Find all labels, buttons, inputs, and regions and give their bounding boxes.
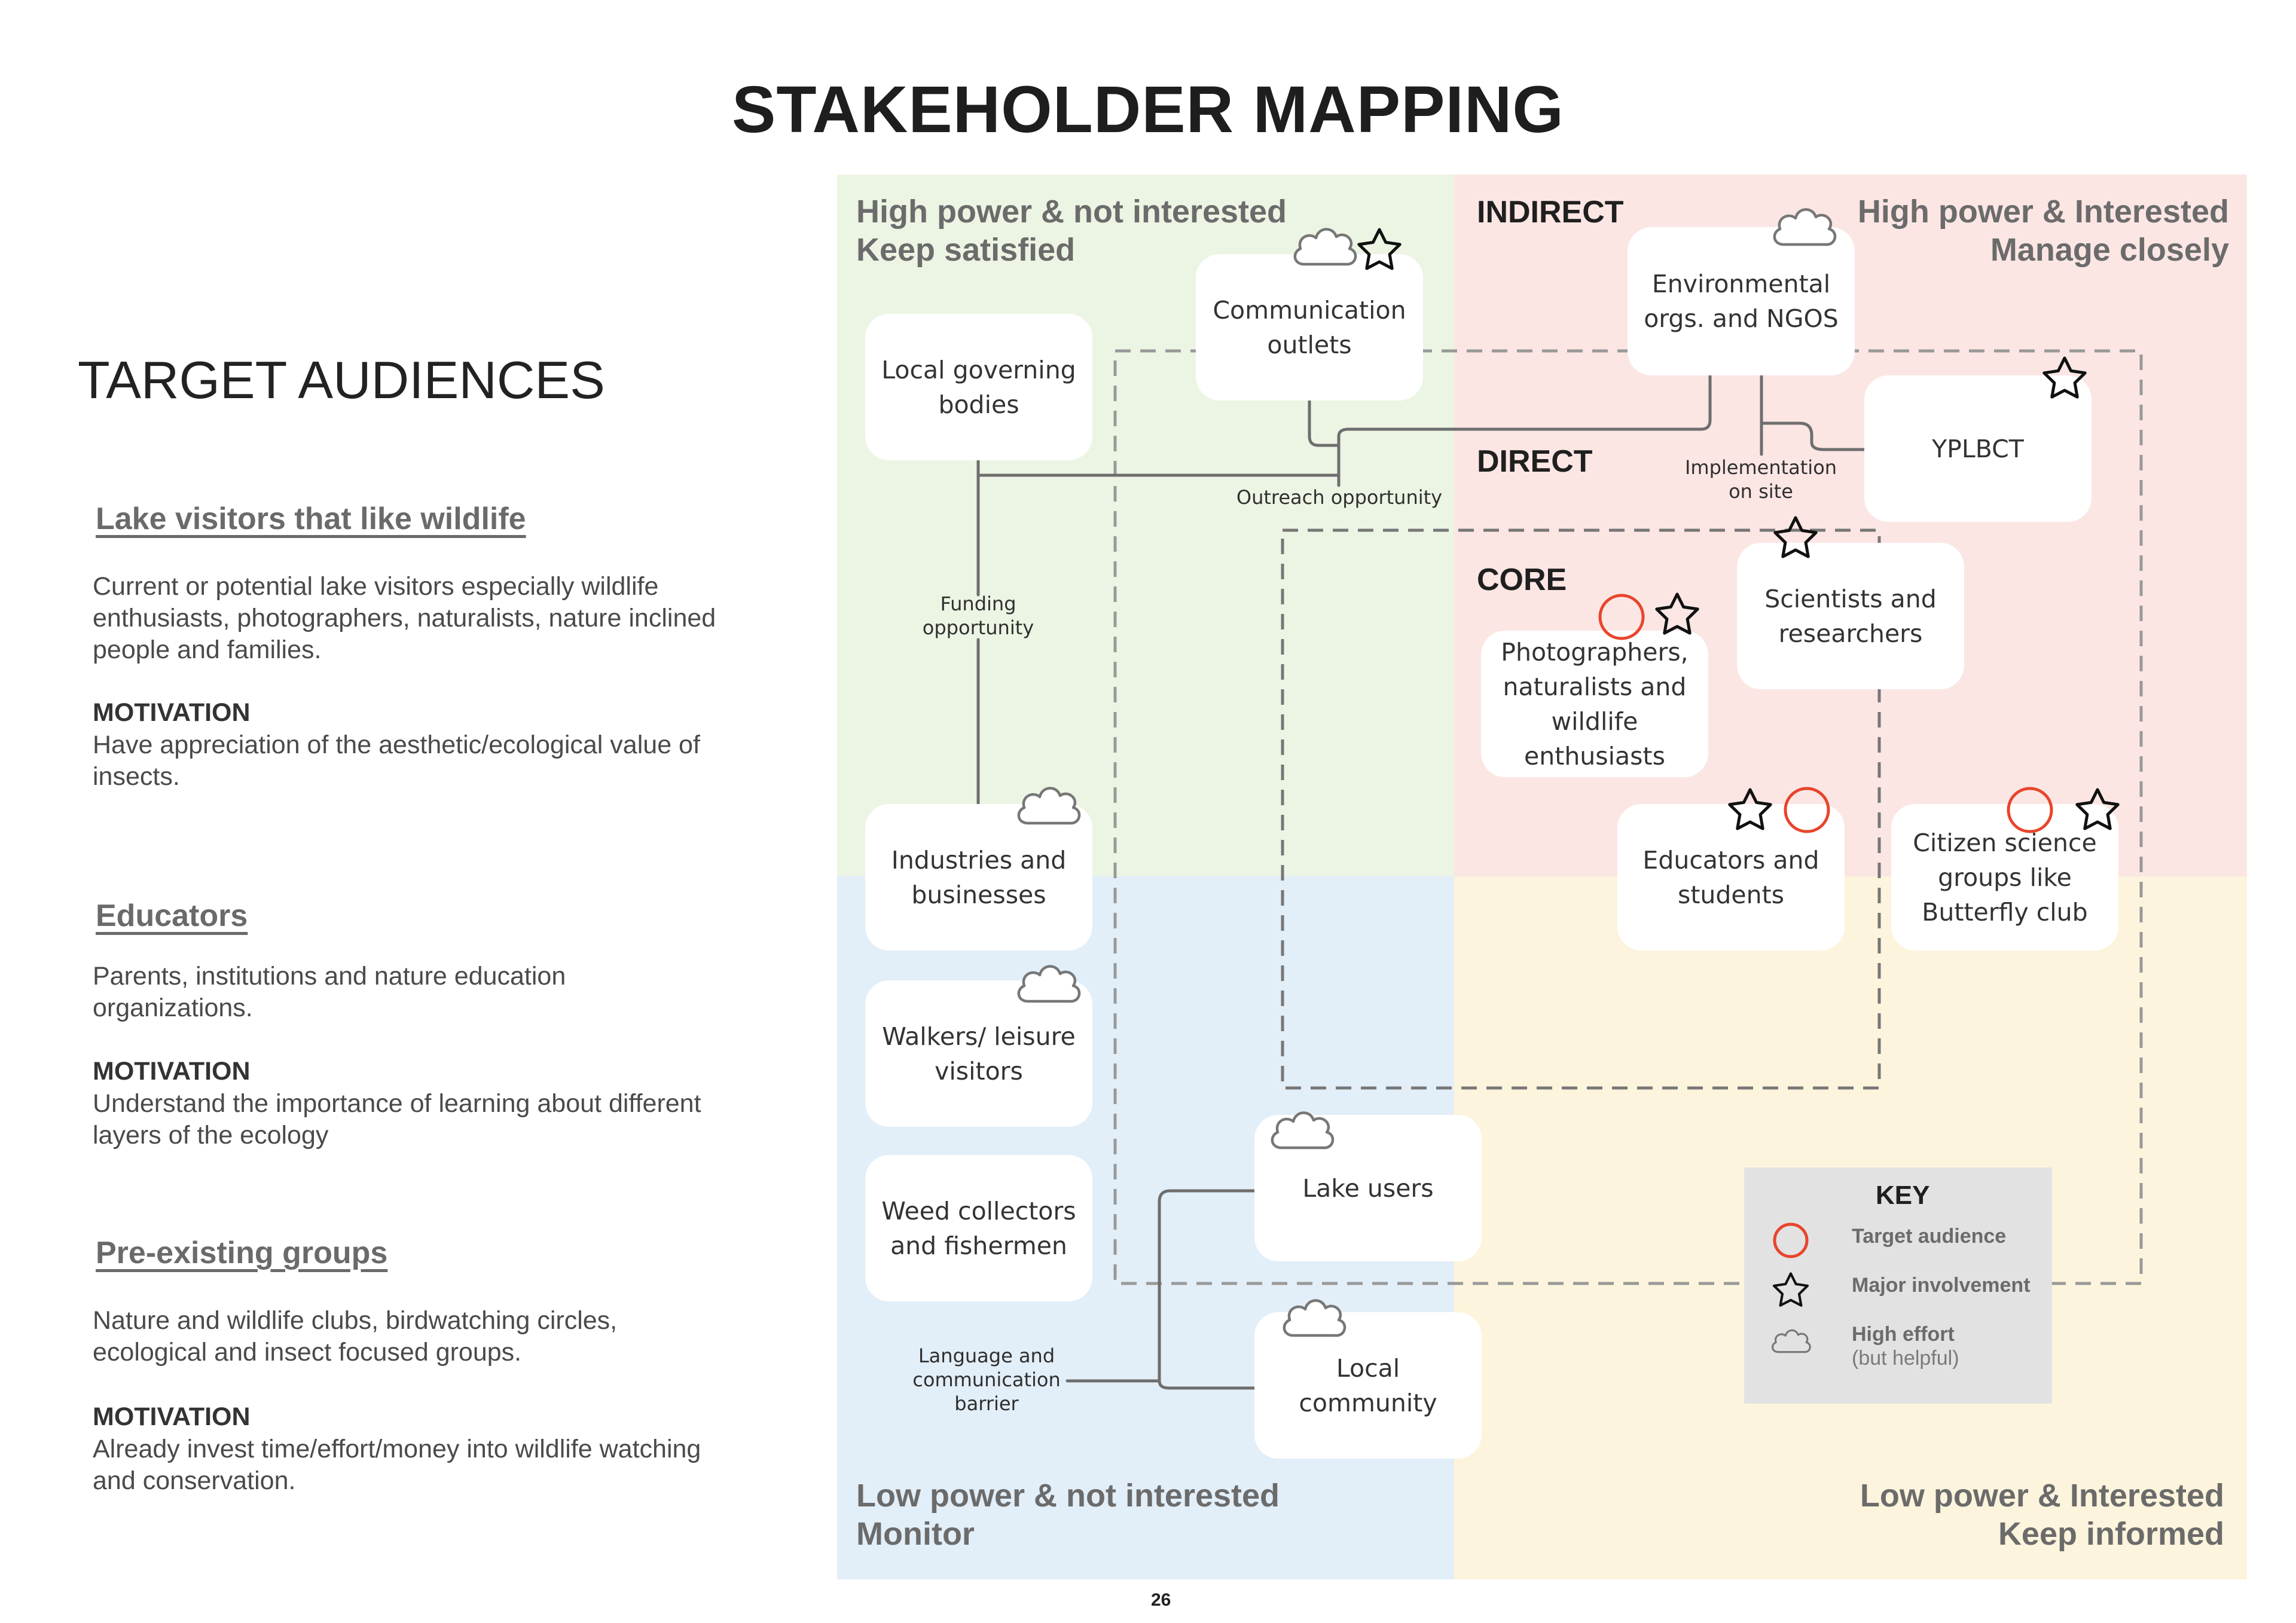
audience-motivation-educators: Understand the importance of learning ab… [93,1089,701,1150]
circle-icon [2007,787,2053,833]
key-label-major-involvement: Major involvement [1852,1274,2031,1297]
quadrant-top-right-line1: High power & Interested [1857,194,2229,230]
audience-description-pre-existing-groups: Nature and wildlife clubs, birdwatching … [93,1306,618,1367]
zone-label-direct: DIRECT [1477,444,1593,479]
quadrant-label-bottom-right: Low power & Interested Keep informed [1860,1477,2224,1553]
audience-description-lake-visitors: Current or potential lake visitors espec… [93,572,716,664]
motivation-label: MOTIVATION [93,1402,251,1431]
cloud-icon [1775,209,1835,244]
cloud-icon [1019,966,1079,1001]
cloud-icon [1772,1329,1811,1353]
zone-label-indirect: INDIRECT [1477,195,1624,230]
quadrant-label-top-left: High power & not interested Keep satisfi… [856,192,1287,269]
key-label-target-audience: Target audience [1852,1225,2007,1248]
cloud-icon [1295,229,1355,264]
star-icon [1657,594,1697,633]
implementation-line-to-yplbct [1760,421,1866,451]
star-icon [2077,790,2118,829]
stakeholder-weed-collectors-fishermen: Weed collectors and fishermen [865,1155,1092,1301]
audience-motivation-pre-existing-groups: Already invest time/effort/money into wi… [93,1435,701,1495]
language-line-to-lake-users [1158,1189,1256,1383]
connection-label-outreach: Outreach opportunity [1236,486,1443,509]
key-panel [1744,1167,2052,1404]
page-number: 26 [1151,1590,1171,1610]
key-icons [1772,1222,1811,1353]
star-icon [1730,790,1770,829]
circle-icon [1598,594,1645,640]
audience-title-educators: Educators [96,898,248,933]
star-icon [2044,358,2085,397]
outreach-line-to-environmental [1337,374,1712,487]
cloud-icon [1284,1300,1345,1335]
quadrant-top-left-line2: Keep satisfied [856,232,1076,268]
stakeholder-communication-outlets: Communication outlets [1196,254,1423,401]
audience-title-lake-visitors: Lake visitors that like wildlife [96,502,526,536]
audience-description-educators: Parents, institutions and nature educati… [93,962,566,1022]
circle-icon [1784,787,1830,833]
stakeholder-photographers-naturalists: Photographers, naturalists and wildlife … [1481,631,1708,777]
stakeholder-industries-businesses: Industries and businesses [865,804,1092,950]
language-line-to-local-community [1158,1379,1256,1390]
star-icon [1775,518,1816,557]
connection-label-language-barrier: Language and communication barrier [912,1344,1061,1415]
stakeholder-yplbct: YPLBCT [1864,375,2092,522]
stakeholder-walkers-leisure-visitors: Walkers/ leisure visitors [865,980,1092,1127]
key-title: KEY [1876,1181,1930,1210]
key-label-high-effort: High effort (but helpful) [1852,1322,1959,1370]
star-icon [1359,230,1400,268]
stakeholder-local-governing-bodies: Local governing bodies [865,314,1092,460]
motivation-label: MOTIVATION [93,1057,251,1086]
key-label-high-effort-note: (but helpful) [1852,1347,1959,1370]
cloud-icon [1272,1112,1333,1148]
connection-label-funding: Funding opportunity [922,592,1034,639]
star-icon [1772,1272,1809,1307]
stakeholder-environmental-orgs: Environmental orgs. and NGOS [1628,227,1855,375]
circle-icon [1773,1222,1809,1258]
cloud-icon [1019,788,1079,823]
quadrant-top-left-line1: High power & not interested [856,194,1287,230]
quadrant-bottom-left-line2: Monitor [856,1516,975,1552]
stakeholder-scientists-researchers: Scientists and researchers [1737,543,1964,689]
audience-title-pre-existing-groups: Pre-existing groups [96,1236,388,1270]
quadrant-bottom-left-line1: Low power & not interested [856,1478,1280,1514]
quadrant-bottom-right-line2: Keep informed [1998,1516,2224,1552]
key-label-high-effort-text: High effort [1852,1323,1955,1346]
connection-label-implementation: Implementation on site [1684,456,1837,503]
quadrant-label-bottom-left: Low power & not interested Monitor [856,1477,1280,1553]
outreach-line-from-communication [1308,399,1341,447]
quadrant-bottom-right-line1: Low power & Interested [1860,1478,2224,1514]
stakeholder-citizen-science-groups: Citizen science groups like Butterfly cl… [1891,804,2118,950]
motivation-label: MOTIVATION [93,698,251,727]
target-audiences-heading: TARGET AUDIENCES [78,350,605,409]
zone-label-core: CORE [1477,563,1567,597]
page-title: STAKEHOLDER MAPPING [731,73,1564,146]
audience-motivation-lake-visitors: Have appreciation of the aesthetic/ecolo… [93,730,700,791]
quadrant-label-top-right: High power & Interested Manage closely [1858,192,2229,269]
quadrant-top-right-line2: Manage closely [1990,232,2229,268]
stakeholder-educators-students: Educators and students [1617,804,1845,950]
